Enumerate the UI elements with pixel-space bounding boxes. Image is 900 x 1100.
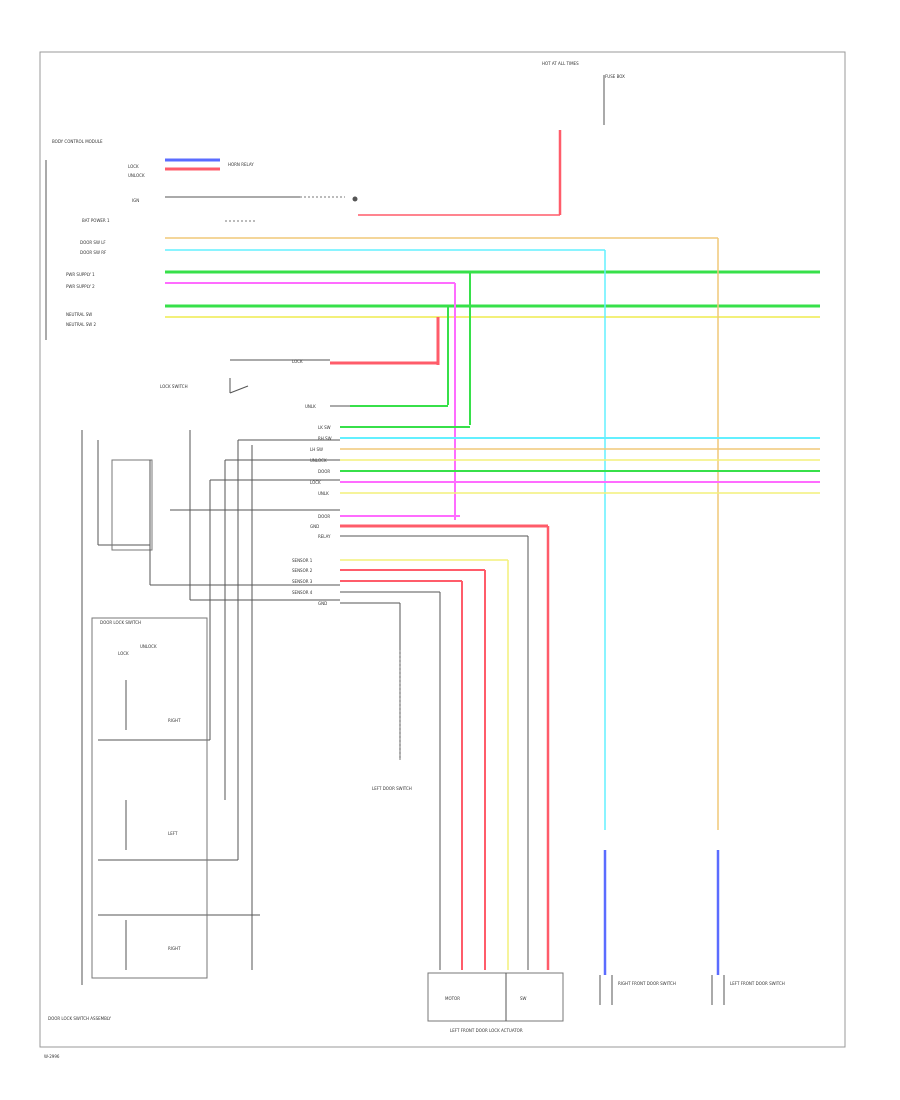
inner-box [111,459,153,551]
footer-code: W-2996 [44,1054,60,1059]
unlock-label: UNLOCK [140,644,157,649]
row-label-2: LK SW [318,425,331,430]
pin-label-bat: BAT POWER 1 [82,218,110,223]
horizontal-wires [165,237,820,318]
row-label-11: RELAY [318,534,331,539]
vertical-wires [436,238,719,830]
ground-area: LEFT DOOR SWITCH [372,650,412,791]
left-switch-label: LEFT [168,831,178,836]
pin-label-ign: IGN [132,198,139,203]
bottom-note: DOOR LOCK SWITCH ASSEMBLY [48,1016,112,1021]
motor-label: MOTOR [445,996,460,1001]
module-row-wires [340,426,820,970]
lf-door-switch-label: LEFT FRONT DOOR SWITCH [730,981,785,986]
sw-label: SW [520,996,527,1001]
pin-label-unlock: UNLOCK [128,173,145,178]
row-label-0: LOCK [292,359,303,364]
row-label-6: DOOR [318,469,330,474]
pin-label-supply-1: PWR SUPPLY 1 [66,272,95,277]
fuse-box-label: FUSE BOX [605,74,625,79]
third-switch-label: RIGHT [168,946,181,951]
left-door-switch-label: LEFT DOOR SWITCH [372,786,412,791]
row-label-9: DOOR [318,514,330,519]
row-label-3: RH SW [318,436,332,441]
row-labels: LOCK UNLK LK SW RH SW LH SW UNLOCK DOOR … [292,359,332,606]
right-switch-label: RIGHT [168,718,181,723]
door-switches: RIGHT FRONT DOOR SWITCH LEFT FRONT DOOR … [599,975,785,1005]
pin-label-supply-2: PWR SUPPLY 2 [66,284,95,289]
row-label-13: SENSOR 2 [292,568,313,573]
lock-switch-label: LOCK SWITCH [160,384,188,389]
pin-label-neutral-2: NEUTRAL SW 2 [66,322,97,327]
row-label-4: LH SW [310,447,323,452]
rf-door-switch-label: RIGHT FRONT DOOR SWITCH [618,981,676,986]
horn-relay-label: HORN RELAY [228,162,254,167]
row-label-7: LOCK [310,480,321,485]
row-label-14: SENSOR 3 [292,579,313,584]
lock-label: LOCK [118,651,129,656]
lock-switch-section: LOCK SWITCH [160,359,448,407]
row-label-12: SENSOR 1 [292,558,313,563]
actuator-label: LEFT FRONT DOOR LOCK ACTUATOR [450,1028,523,1033]
switch-panel-wiring: DOOR LOCK SWITCH LOCK UNLOCK RIGHT LEFT … [48,430,340,1021]
module-label: BODY CONTROL MODULE [52,139,103,144]
pin-label-door-rf: DOOR SW RF [80,250,107,255]
power-source-label: HOT AT ALL TIMES [542,61,579,66]
red-power-wire [225,130,562,222]
switch-panel-box [91,617,208,979]
pin-label-neutral-1: NEUTRAL SW [66,312,92,317]
module-pin-labels: LOCK UNLOCK IGN BAT POWER 1 DOOR SW LF D… [66,164,145,327]
pin-label-lock: LOCK [128,164,139,169]
row-label-8: UNLK [318,491,329,496]
top-stubs: HORN RELAY [165,158,358,202]
row-label-15: SENSOR 4 [292,590,313,595]
pin-label-door-lf: DOOR SW LF [80,240,106,245]
row-label-10: GND [310,524,319,529]
connector-stubs [603,850,720,975]
actuator: MOTOR SW LEFT FRONT DOOR LOCK ACTUATOR [427,972,564,1033]
diagram-frame [39,51,846,1048]
switch-panel-label: DOOR LOCK SWITCH [100,620,141,625]
actuator-box [427,972,564,1022]
row-label-1: UNLK [305,404,316,409]
row-label-16: GND [318,601,327,606]
